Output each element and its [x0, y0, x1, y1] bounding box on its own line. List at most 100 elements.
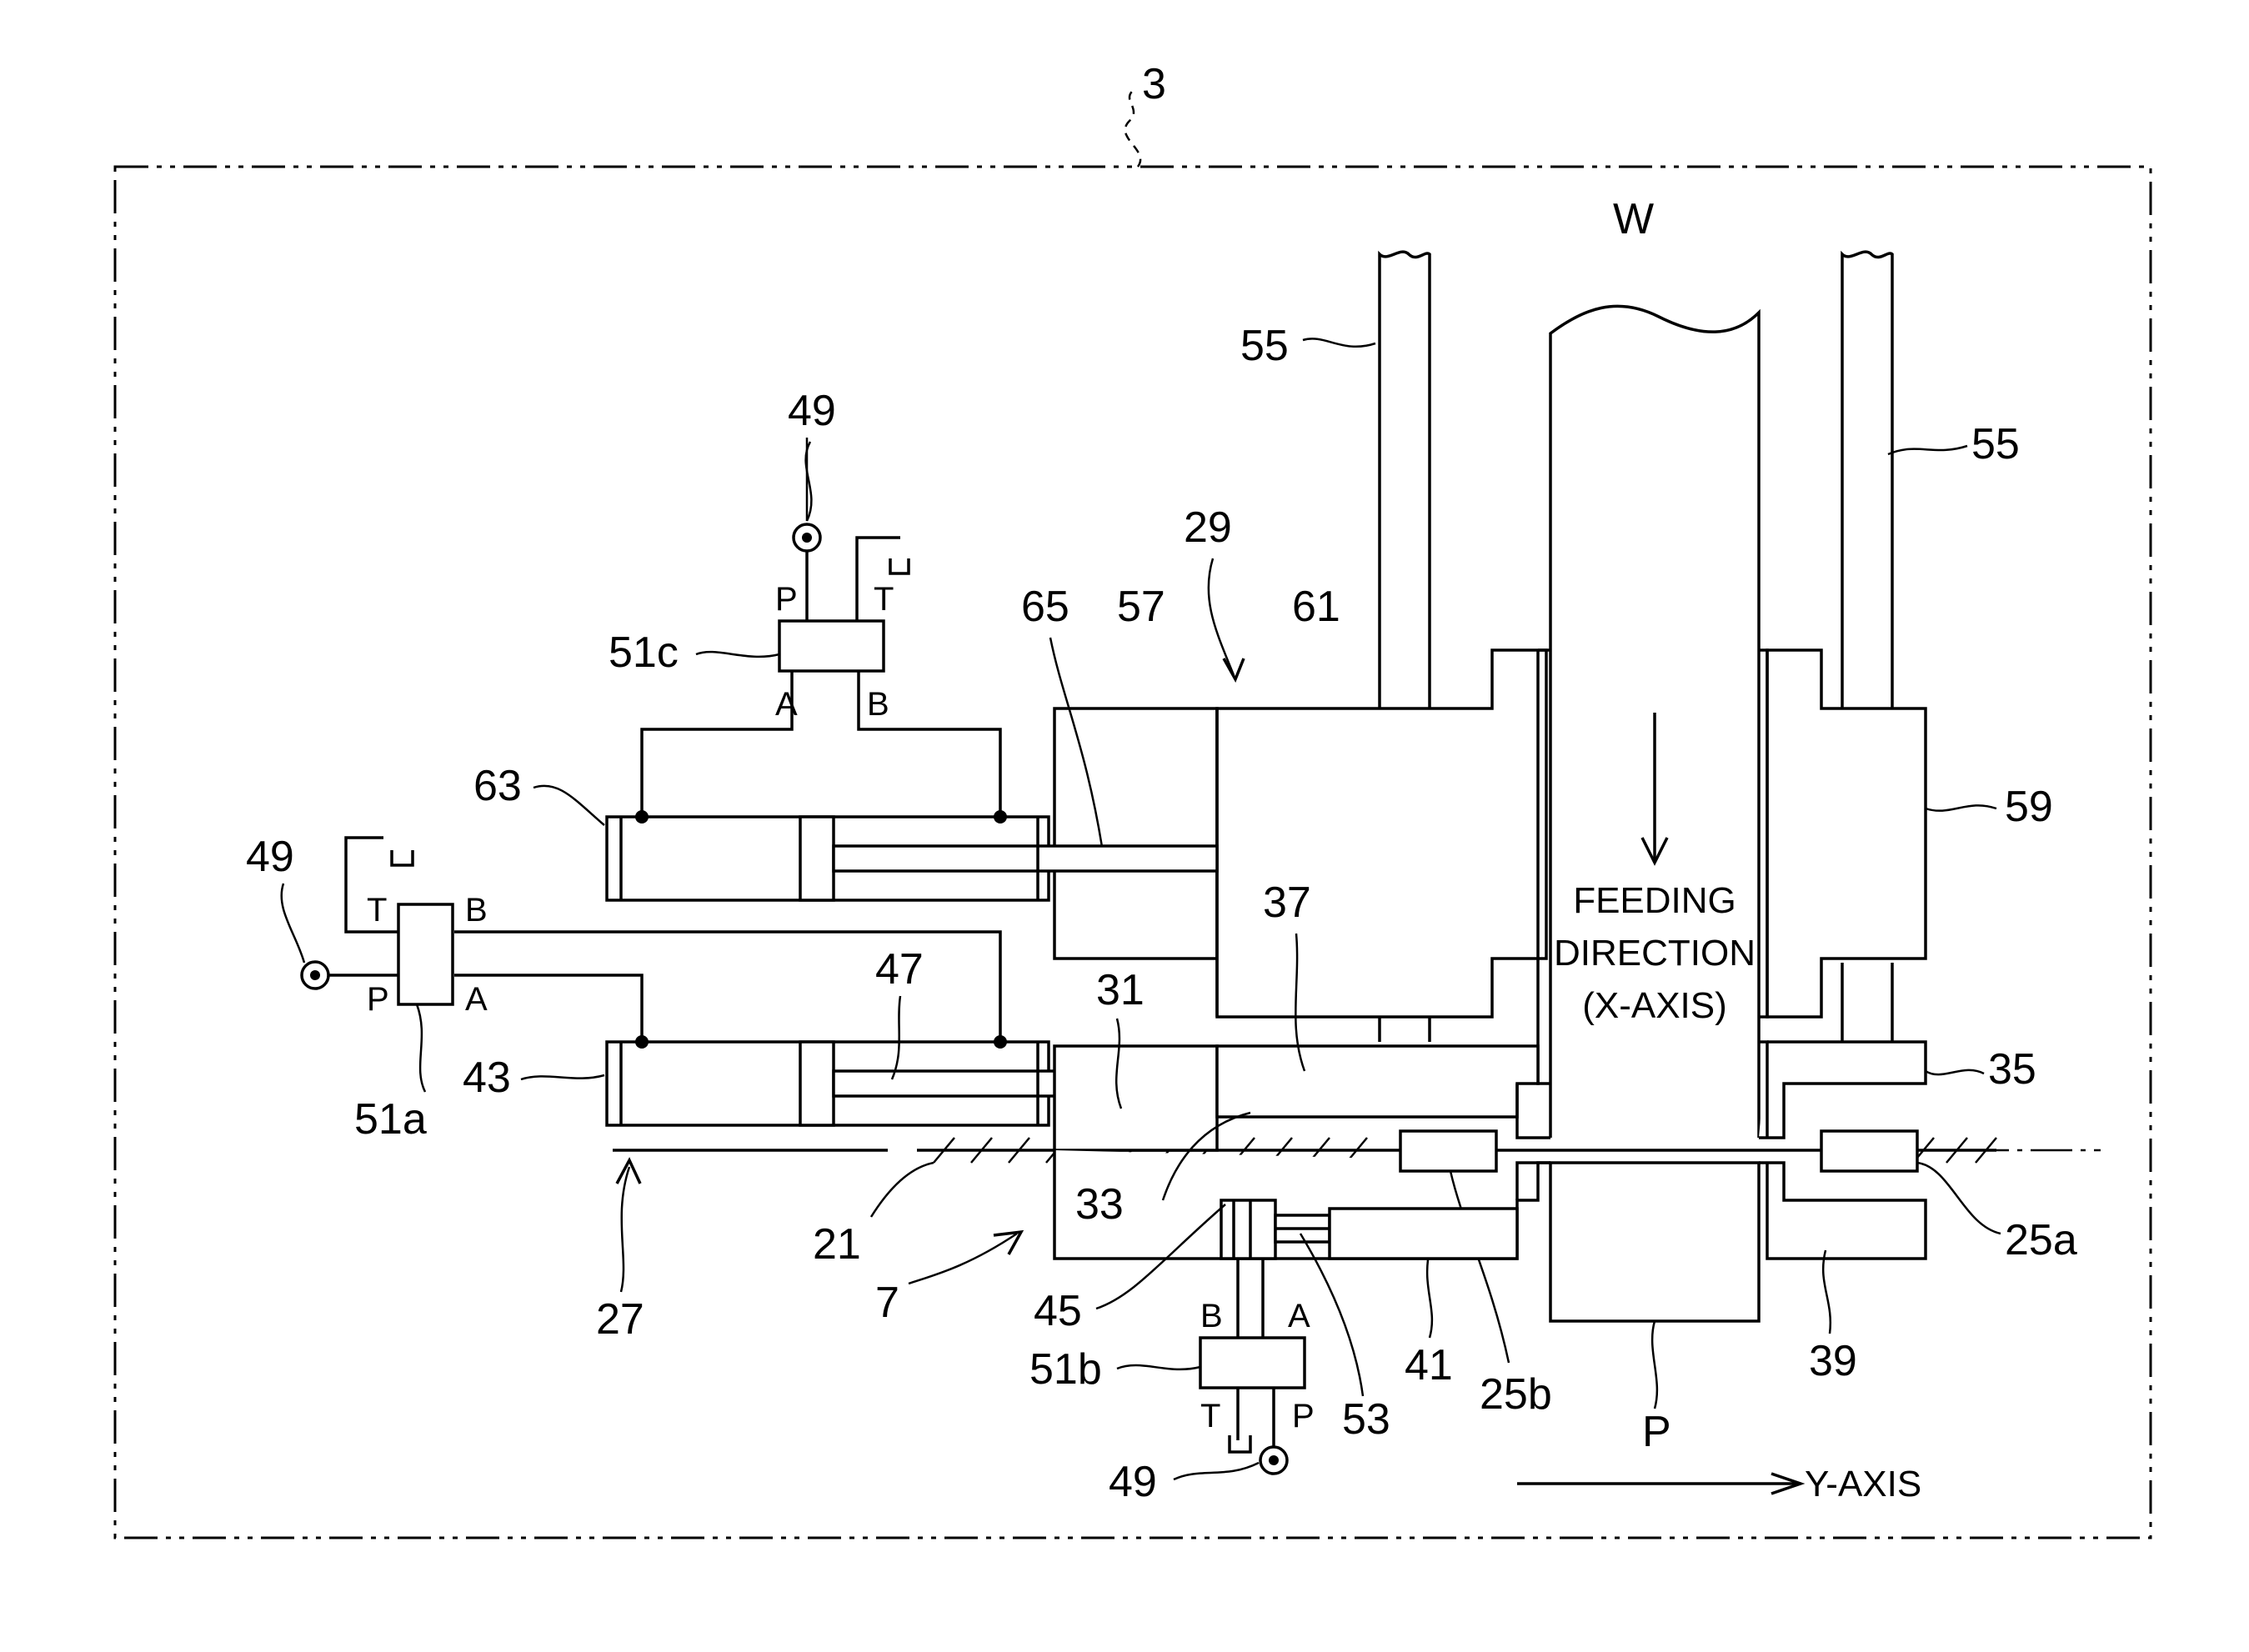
frame-leader	[1125, 90, 1140, 167]
port-b-t: T	[1200, 1398, 1220, 1434]
tank-bottom	[1230, 1435, 1250, 1452]
valve-c	[779, 621, 884, 671]
movable-jaw	[1767, 650, 1926, 1017]
leader-51c	[696, 652, 779, 657]
label-fixed-jaw: 35	[1988, 1045, 2036, 1094]
label-rod-upper: 65	[1021, 583, 1069, 631]
upper-piston	[800, 817, 834, 900]
leader-51b	[1117, 1365, 1200, 1369]
leader-41	[1427, 1250, 1432, 1338]
feeding-text-2: DIRECTION	[1554, 933, 1756, 974]
label-pressure-left: 49	[246, 833, 294, 881]
junction-upper-a	[635, 810, 649, 823]
port-b-a: A	[1288, 1298, 1310, 1334]
port-c-b: B	[867, 686, 889, 723]
label-y-axis: Y-AXIS	[1805, 1464, 1921, 1504]
leader-49-bottom	[1174, 1463, 1259, 1479]
label-post-right: 55	[1971, 420, 2020, 468]
junction-upper-b	[994, 810, 1007, 823]
upper-arm	[1217, 650, 1546, 1017]
post-left	[1380, 252, 1430, 713]
lower-jaw	[1759, 1163, 1926, 1259]
leader-product	[1652, 1321, 1657, 1409]
leader-27	[621, 1167, 629, 1292]
label-rail: 21	[813, 1220, 861, 1269]
post-right	[1842, 252, 1892, 713]
product-block	[1550, 1163, 1759, 1321]
label-clamp-device: 7	[875, 1279, 899, 1327]
port-a-t: T	[367, 892, 387, 929]
label-small-rod: 53	[1342, 1395, 1390, 1444]
port-c-a: A	[775, 686, 798, 723]
leader-59	[1926, 805, 1996, 810]
valve-b	[1200, 1338, 1305, 1388]
label-hatched-part: 33	[1075, 1180, 1124, 1229]
line-upper-a	[642, 667, 792, 817]
post-right-lower	[1842, 963, 1892, 1042]
fixed-arm	[1217, 1046, 1538, 1117]
label-fixed-arm: 37	[1263, 879, 1311, 927]
label-guide-b: 25b	[1480, 1370, 1552, 1419]
label-valve-a: 51a	[354, 1095, 427, 1144]
label-post-left: 55	[1240, 322, 1289, 370]
small-rod-block	[1330, 1209, 1517, 1259]
junction-main-b	[994, 1035, 1007, 1049]
valve-a	[398, 904, 453, 1004]
leader-63	[533, 786, 604, 825]
guide-b	[1400, 1131, 1496, 1171]
label-upper-arm: 61	[1292, 583, 1340, 631]
label-pressure-bottom: 49	[1109, 1458, 1157, 1506]
label-product: P	[1642, 1408, 1671, 1456]
label-lower-jaw: 39	[1809, 1337, 1857, 1385]
port-b-p: P	[1292, 1398, 1315, 1434]
leader-post-right	[1888, 446, 1967, 454]
leader-35	[1926, 1070, 1984, 1074]
port-a-a: A	[465, 981, 488, 1018]
label-pressure-top: 49	[788, 387, 836, 435]
guide-a	[1821, 1131, 1917, 1171]
fixed-arm-step	[1517, 1084, 1550, 1138]
port-c-p: P	[775, 581, 798, 618]
label-valve-c: 51c	[609, 628, 679, 677]
port-c-t: T	[874, 581, 894, 618]
label-fixed-body: 31	[1096, 966, 1145, 1014]
feeding-text-3: (X-AXIS)	[1582, 985, 1727, 1026]
leader-51a	[417, 1004, 425, 1092]
pressure-source-bottom-dot	[1269, 1455, 1279, 1465]
label-guide-a: 25a	[2005, 1216, 2077, 1264]
leader-49-left	[282, 884, 304, 963]
label-small-cylinder: 45	[1034, 1287, 1082, 1335]
upper-rod	[834, 846, 1217, 871]
junction-main-a	[635, 1035, 649, 1049]
label-rod-main: 47	[875, 945, 924, 994]
pressure-source-left-dot	[310, 970, 320, 980]
leader-43	[521, 1075, 604, 1079]
pressure-source-top-dot	[802, 533, 812, 543]
small-cylinder	[1221, 1200, 1275, 1259]
tank-top	[890, 558, 909, 573]
label-movable-block: 57	[1117, 583, 1165, 631]
label-cylinder-main: 43	[463, 1054, 511, 1102]
label-lower-body: 41	[1405, 1341, 1453, 1389]
label-frame: 3	[1142, 60, 1166, 108]
label-base-line: 27	[596, 1295, 644, 1344]
label-valve-b: 51b	[1029, 1345, 1102, 1394]
arrow-7	[994, 1232, 1021, 1254]
leader-vise	[1209, 558, 1234, 675]
arrow-vise	[1224, 658, 1244, 679]
leader-25a	[1917, 1163, 2001, 1234]
label-workpiece: W	[1613, 195, 1654, 243]
tank-left	[392, 850, 413, 865]
label-vise: 29	[1184, 503, 1232, 552]
leader-7	[909, 1234, 1017, 1284]
main-piston	[800, 1042, 834, 1125]
fixed-body	[1054, 1046, 1217, 1150]
port-a-b: B	[465, 892, 488, 929]
feeding-text-1: FEEDING	[1573, 880, 1736, 921]
label-cylinder-upper: 63	[473, 762, 522, 810]
label-movable-jaw: 59	[2005, 783, 2053, 831]
fixed-jaw	[1759, 1042, 1926, 1138]
leader-21	[871, 1163, 934, 1217]
port-b-b: B	[1200, 1298, 1223, 1334]
